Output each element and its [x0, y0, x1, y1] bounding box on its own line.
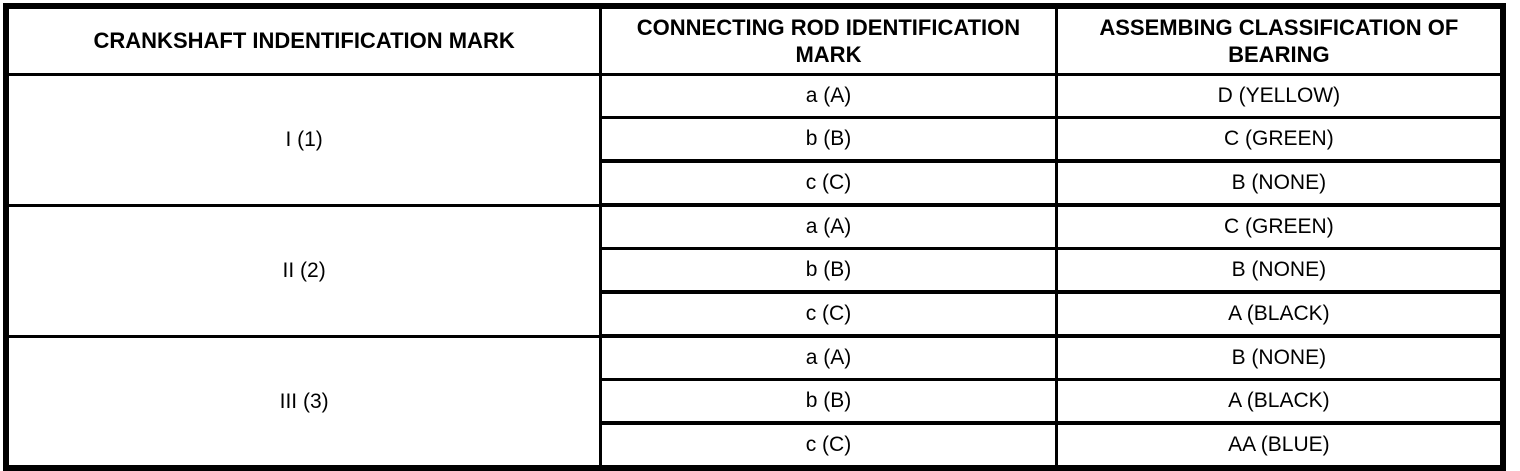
- table-row: b (B) C (GREEN): [6, 116, 1505, 163]
- table-row: c (C) AA (BLUE): [6, 421, 1505, 470]
- rod-mark-cell: c (C): [599, 159, 1058, 207]
- rod-mark-cell: a (A): [599, 334, 1058, 381]
- rod-mark-cell: b (B): [599, 247, 1058, 294]
- crank-mark-cell: II (2): [4, 203, 603, 337]
- rod-mark-cell: b (B): [599, 116, 1058, 163]
- table-header: CRANKSHAFT INDENTIFICATION MARK CONNECTI…: [4, 4, 1505, 76]
- bearing-class-cell: B (NONE): [1054, 159, 1505, 207]
- col-header-bearing-classification: ASSEMBING CLASSIFICATION OF BEARING: [1054, 4, 1505, 76]
- rod-mark-cell: c (C): [599, 421, 1058, 470]
- table-row: c (C) A (BLACK): [6, 290, 1505, 338]
- bearing-class-cell: C (GREEN): [1054, 203, 1505, 250]
- bearing-class-cell: A (BLACK): [1054, 290, 1505, 338]
- bearing-class-cell: B (NONE): [1054, 334, 1505, 381]
- rod-mark-cell: b (B): [599, 378, 1058, 425]
- table-row: III (3) a (A) B (NONE): [4, 334, 1505, 469]
- bearing-class-cell: B (NONE): [1054, 247, 1505, 294]
- col-header-connecting-rod-mark: CONNECTING ROD IDENTIFICATION MARK: [599, 4, 1058, 76]
- table-body: I (1) a (A) D (YELLOW) b (B) C (GREEN) c…: [4, 73, 1505, 470]
- table-row: I (1) a (A) D (YELLOW): [4, 73, 1505, 206]
- crank-mark-cell: III (3): [4, 334, 603, 469]
- bearing-class-cell: AA (BLUE): [1054, 421, 1505, 470]
- col-header-crankshaft-mark: CRANKSHAFT INDENTIFICATION MARK: [4, 4, 603, 76]
- header-row: CRANKSHAFT INDENTIFICATION MARK CONNECTI…: [4, 4, 1505, 76]
- table-row: b (B) B (NONE): [6, 247, 1505, 294]
- crank-mark-cell: I (1): [4, 73, 603, 206]
- rod-mark-cell: a (A): [599, 203, 1058, 250]
- bearing-class-cell: C (GREEN): [1054, 116, 1505, 163]
- bearing-class-cell: A (BLACK): [1054, 378, 1505, 425]
- bearing-class-cell: D (YELLOW): [1054, 73, 1505, 119]
- rod-mark-cell: c (C): [599, 290, 1058, 338]
- table-row: II (2) a (A) C (GREEN): [4, 203, 1505, 337]
- bearing-classification-table: CRANKSHAFT INDENTIFICATION MARK CONNECTI…: [3, 3, 1506, 471]
- table-row: c (C) B (NONE): [6, 159, 1505, 207]
- rod-mark-cell: a (A): [599, 73, 1058, 119]
- table-row: b (B) A (BLACK): [6, 378, 1505, 425]
